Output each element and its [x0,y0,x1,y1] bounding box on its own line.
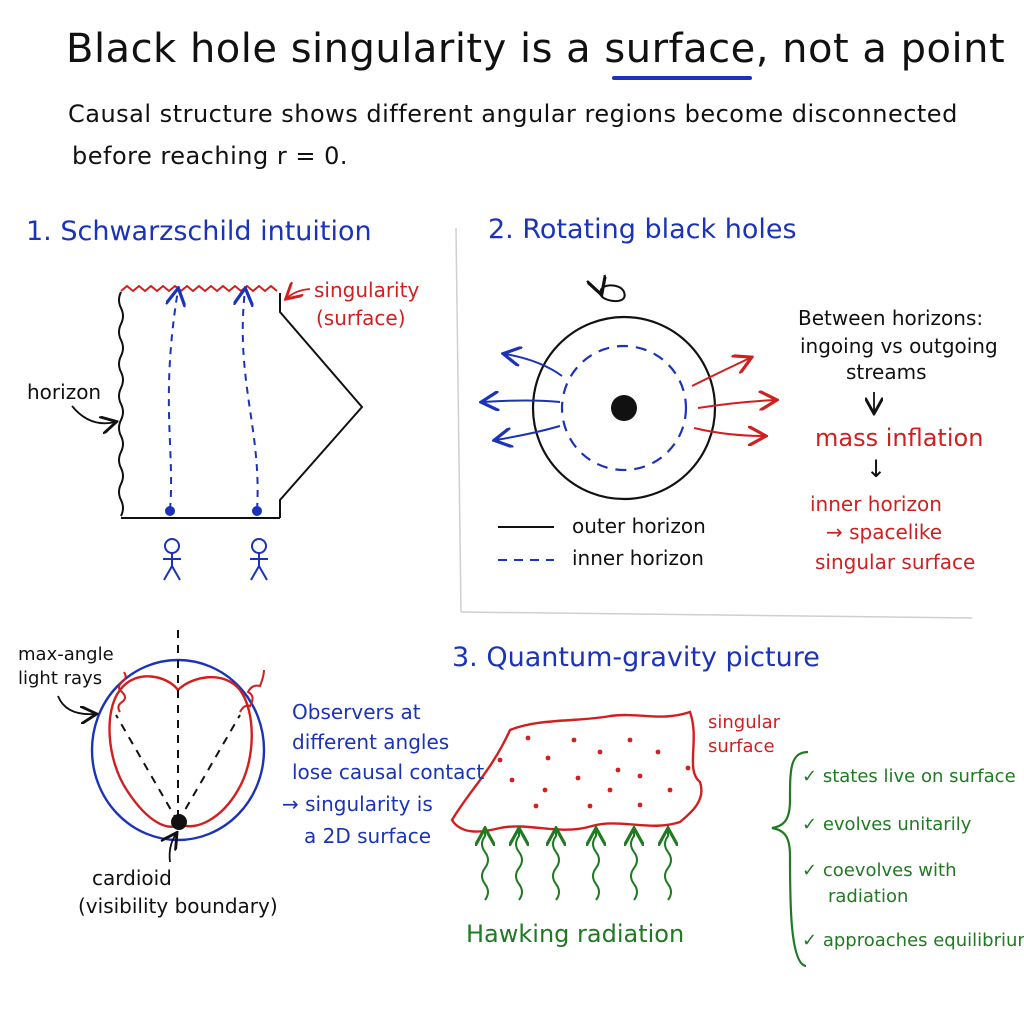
check-mark-icon: ✓ [802,860,818,881]
singular-surface-shape [450,710,703,833]
check-mark-icon: ✓ [802,814,818,835]
quantum-gravity-diagram [450,710,809,968]
result-line-3: singular surface [815,550,976,574]
green-brace [771,750,809,968]
check-text: evolves unitarily [822,814,972,835]
check-item-4: ✓ approaches equilibrium [802,930,1024,951]
check-text: approaches equilibrium [822,930,1024,951]
observer-figure-right [250,538,268,581]
horizon-label: horizon [27,380,102,404]
light-rays-label-1: max-angle [18,644,114,665]
cardioid-label: cardioid [92,866,172,890]
title-part-2: , not a point [755,26,1006,72]
check-item-2: ✓ evolves unitarily [802,814,971,835]
singular-surface-label-1: singular [708,712,781,733]
hawking-radiation-arrows [482,830,671,901]
singularity-wavy-line [120,284,278,293]
observers-line-2: different angles [292,730,450,754]
singularity-surface-label: (surface) [316,306,406,330]
down-arrow-2: ↓ [866,455,887,483]
cardioid-sub-label: (visibility boundary) [78,894,278,918]
check-mark-icon: ✓ [802,766,818,787]
page-title: Black hole singularity is a surface, not… [66,26,1005,72]
note-line-2: ingoing vs outgoing [800,334,998,358]
cardioid-center-point [171,814,187,830]
cardioid-diagram [57,630,266,863]
check-text: coevolves with [822,860,957,881]
outer-horizon-circle [531,315,717,501]
horizon-wavy-line [118,291,124,517]
inner-horizon-circle [560,344,688,472]
result-line-2: → spacelike [826,520,943,544]
subtitle-line-2: before reaching r = 0. [72,142,348,170]
title-part-1: Black hole singularity is a [66,26,605,72]
legend-inner-label: inner horizon [572,546,704,570]
singular-surface-label-2: surface [708,736,775,757]
section-3-title: 3. Quantum-gravity picture [452,642,820,673]
singularity-label: singularity [314,278,420,302]
observers-line-1: Observers at [292,700,421,724]
note-line-1: Between horizons: [798,306,984,330]
observers-line-5: a 2D surface [304,824,432,848]
worldline-right [243,290,259,511]
check-mark-icon: ✓ [802,930,818,951]
rotating-black-hole-diagram [483,285,775,561]
title-emphasis: surface [604,26,756,72]
light-rays-label-2: light rays [18,668,103,689]
section-1-title: 1. Schwarzschild intuition [26,216,372,247]
title-underline [612,76,752,80]
panel-2-frame [455,227,973,619]
surface-dots [497,735,691,809]
note-line-3: streams [846,360,927,384]
schwarzschild-diagram [71,284,364,581]
result-line-1: inner horizon [810,492,942,516]
rotation-icon [600,285,626,303]
observers-line-4: → singularity is [282,792,433,816]
check-item-3: ✓ coevolves with [802,860,957,881]
observer-figure-left [163,538,181,581]
check-item-3-line-2: radiation [828,886,909,907]
observers-line-3: lose causal contact [292,760,485,784]
worldline-left [169,290,178,511]
subtitle-line-1: Causal structure shows different angular… [68,100,958,128]
legend-outer-label: outer horizon [572,514,706,538]
section-2-title: 2. Rotating black holes [488,214,797,245]
mass-inflation-label: mass inflation [815,424,984,452]
check-text: states live on surface [822,766,1016,787]
check-item-1: ✓ states live on surface [802,766,1016,787]
central-singularity [611,395,637,421]
hawking-radiation-label: Hawking radiation [466,920,685,948]
cardioid-curve [108,675,253,828]
